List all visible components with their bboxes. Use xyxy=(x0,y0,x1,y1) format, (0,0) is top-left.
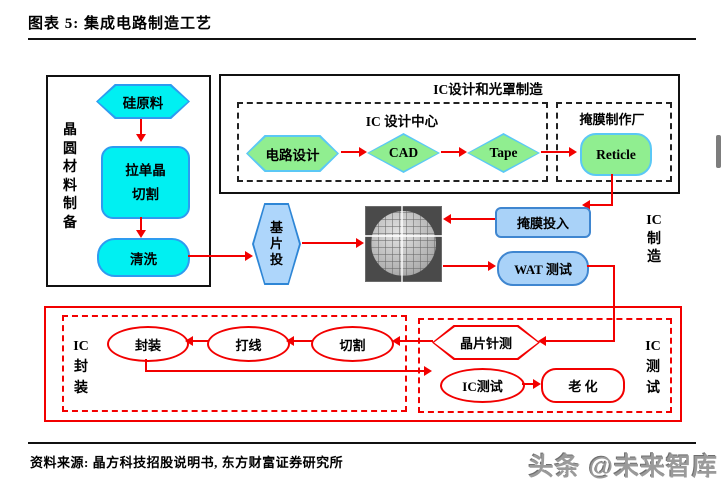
substrate-node: 基 片 投 xyxy=(252,203,301,285)
silicon-node: 硅原料 xyxy=(96,84,190,119)
arrow-wafer-to-wat-line xyxy=(443,265,489,267)
mask-factory-label: 掩膜制作厂 xyxy=(579,112,645,127)
footer-rule xyxy=(28,442,696,444)
arrow-probe-to-dicing-line xyxy=(399,340,433,342)
arrow-reticle-to-maskinput-head xyxy=(582,200,590,210)
arrow-wire-to-seal-line xyxy=(192,340,208,342)
arrow-wafer-to-wat-head xyxy=(488,261,496,271)
wafer-prep-box xyxy=(46,75,211,287)
wafer-prep-label: 晶 圆 材 料 制 备 xyxy=(63,123,77,231)
mask-factory-box xyxy=(556,102,672,182)
arrow-clean-to-substrate-line xyxy=(188,255,246,257)
tape-node: Tape xyxy=(467,133,540,173)
aging-node: 老 化 xyxy=(541,368,625,403)
cad-node: CAD xyxy=(367,133,440,173)
mask-input-label: 掩膜投入 xyxy=(516,216,569,231)
reticle-node: Reticle xyxy=(580,133,652,176)
wat-test-label: WAT 测试 xyxy=(514,262,572,277)
wafer-crosshair-h xyxy=(365,235,442,237)
design-center-label: IC 设计中心 xyxy=(365,114,439,129)
ic-fab-label: IC 制 造 xyxy=(646,213,662,265)
package-test-outer-box xyxy=(44,306,682,422)
substrate-label: 基 片 投 xyxy=(269,220,283,267)
arrow-seal-right-line xyxy=(145,370,425,372)
dicing-node: 切割 xyxy=(311,326,394,362)
arrow-wat-down-line xyxy=(613,265,615,342)
arrow-dicing-to-wire-line xyxy=(293,340,312,342)
arrow-tape-to-reticle-head xyxy=(569,147,577,157)
arrow-maskinput-to-wafer-head xyxy=(443,214,451,224)
design-center-box xyxy=(237,102,548,182)
arrow-seal-down-line xyxy=(145,359,147,372)
tape-label: Tape xyxy=(489,145,518,160)
arrow-circuit-to-cad-line xyxy=(341,151,361,153)
testing-label: IC 测 试 xyxy=(645,339,661,396)
dicing-label: 切割 xyxy=(339,337,366,353)
arrow-ictest-to-aging-line xyxy=(522,383,535,385)
cad-label: CAD xyxy=(388,145,419,160)
probe-label: 晶片针测 xyxy=(459,336,512,351)
probe-node: 晶片针测 xyxy=(432,325,540,360)
circuit-design-shape xyxy=(246,135,339,172)
arrow-cad-to-tape-head xyxy=(459,147,467,157)
design-mask-title: IC设计和光罩制造 xyxy=(433,82,543,97)
mask-input-node: 掩膜投入 xyxy=(495,207,591,238)
clean-node: 清洗 xyxy=(97,238,190,277)
silicon-shape xyxy=(96,84,190,119)
wire-bond-node: 打线 xyxy=(207,326,290,362)
wafer-disc xyxy=(371,211,436,276)
circuit-design-node: 电路设计 xyxy=(246,135,339,172)
reticle-label: Reticle xyxy=(596,146,636,162)
arrow-wat-right-line xyxy=(587,265,615,267)
arrow-circuit-to-cad-head xyxy=(359,147,367,157)
seal-node: 封装 xyxy=(107,326,189,362)
arrow-ictest-to-aging-head xyxy=(533,379,541,389)
probe-shape xyxy=(432,325,540,360)
source-text: 资料来源: 晶方科技招股说明书, 东方财富证券研究所 xyxy=(30,455,344,470)
arrow-reticle-left-line xyxy=(590,204,613,206)
aging-label: 老 化 xyxy=(568,379,598,394)
wafer-crosshair-v xyxy=(401,206,403,282)
arrow-probe-to-dicing-head xyxy=(392,336,400,346)
clean-label: 清洗 xyxy=(130,251,157,267)
arrow-to-probe-line xyxy=(546,340,615,342)
packaging-label: IC 封 装 xyxy=(73,339,89,396)
crystal-label: 拉单晶 切割 xyxy=(125,162,166,202)
arrow-silicon-to-crystal-line xyxy=(140,119,142,134)
arrow-cad-to-tape-line xyxy=(441,151,461,153)
testing-box xyxy=(418,318,672,413)
wire-bond-label: 打线 xyxy=(235,337,262,353)
ic-test-node: IC测试 xyxy=(440,368,525,403)
arrow-dicing-to-wire-head xyxy=(286,336,294,346)
circuit-design-label: 电路设计 xyxy=(265,147,320,163)
crystal-node: 拉单晶 切割 xyxy=(101,146,190,219)
wat-test-node: WAT 测试 xyxy=(497,251,589,286)
wafer-photo xyxy=(365,206,442,282)
arrow-crystal-to-clean-head xyxy=(136,230,146,238)
arrow-substrate-to-wafer-head xyxy=(356,238,364,248)
design-mask-box xyxy=(219,74,680,194)
arrow-clean-to-substrate-head xyxy=(245,251,253,261)
arrow-crystal-to-clean-line xyxy=(140,217,142,230)
arrow-seal-to-ictest-head xyxy=(424,366,432,376)
arrow-wire-to-seal-head xyxy=(185,336,193,346)
title-rule xyxy=(28,38,696,40)
arrow-substrate-to-wafer-line xyxy=(302,242,357,244)
arrow-reticle-down-line xyxy=(611,174,613,205)
watermark-text: 头条 @未来智库 xyxy=(528,453,718,481)
silicon-label: 硅原料 xyxy=(122,95,164,111)
scrollbar-thumb[interactable] xyxy=(716,135,721,168)
seal-label: 封装 xyxy=(134,337,161,353)
ic-test-label: IC测试 xyxy=(462,379,503,394)
arrow-to-probe-head xyxy=(538,336,546,346)
packaging-box xyxy=(62,315,407,412)
figure-title: 图表 5: 集成电路制造工艺 xyxy=(28,16,212,32)
arrow-silicon-to-crystal-head xyxy=(136,134,146,142)
arrow-maskinput-to-wafer-line xyxy=(450,218,495,220)
